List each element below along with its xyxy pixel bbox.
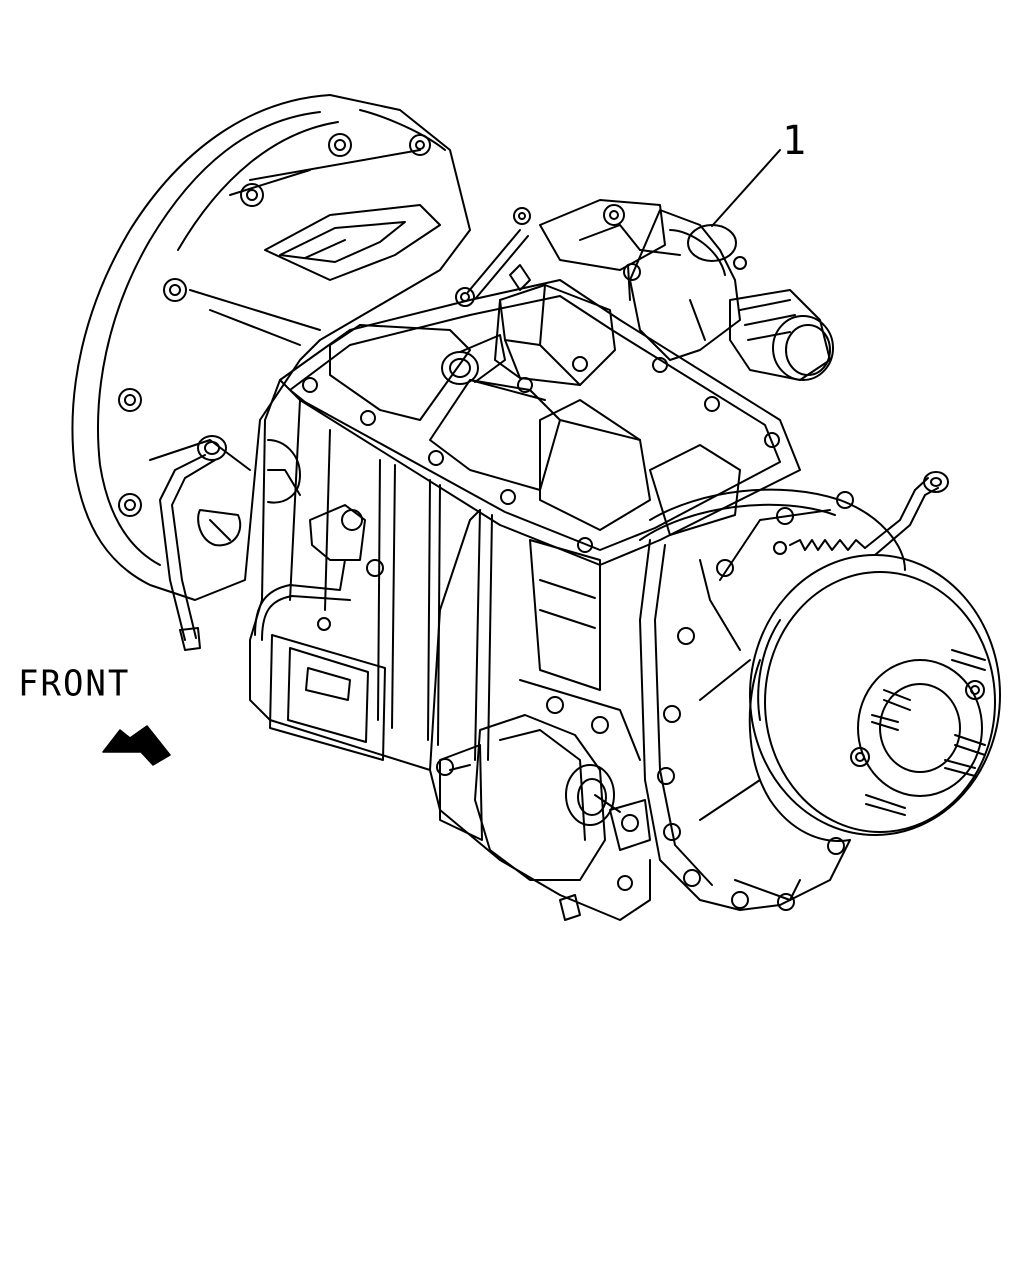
rear-housing bbox=[640, 472, 948, 910]
front-label: FRONT bbox=[18, 663, 131, 705]
lower-case bbox=[430, 680, 650, 920]
rear-extension bbox=[540, 200, 746, 360]
breather-tube bbox=[160, 436, 240, 650]
housing-bolts bbox=[119, 134, 474, 516]
callout-number-1: 1 bbox=[782, 118, 809, 164]
callout-leader-1 bbox=[712, 150, 780, 226]
side-plate bbox=[255, 560, 385, 760]
main-case bbox=[250, 280, 800, 770]
rear-bolts bbox=[658, 492, 853, 910]
shift-tower bbox=[442, 208, 615, 385]
output-shaft bbox=[730, 290, 833, 380]
front-arrow-icon bbox=[103, 726, 170, 765]
pto-unit bbox=[437, 697, 650, 920]
brake-drum bbox=[750, 555, 1000, 841]
clutch-housing bbox=[72, 95, 470, 600]
cover-bolts bbox=[303, 357, 779, 552]
